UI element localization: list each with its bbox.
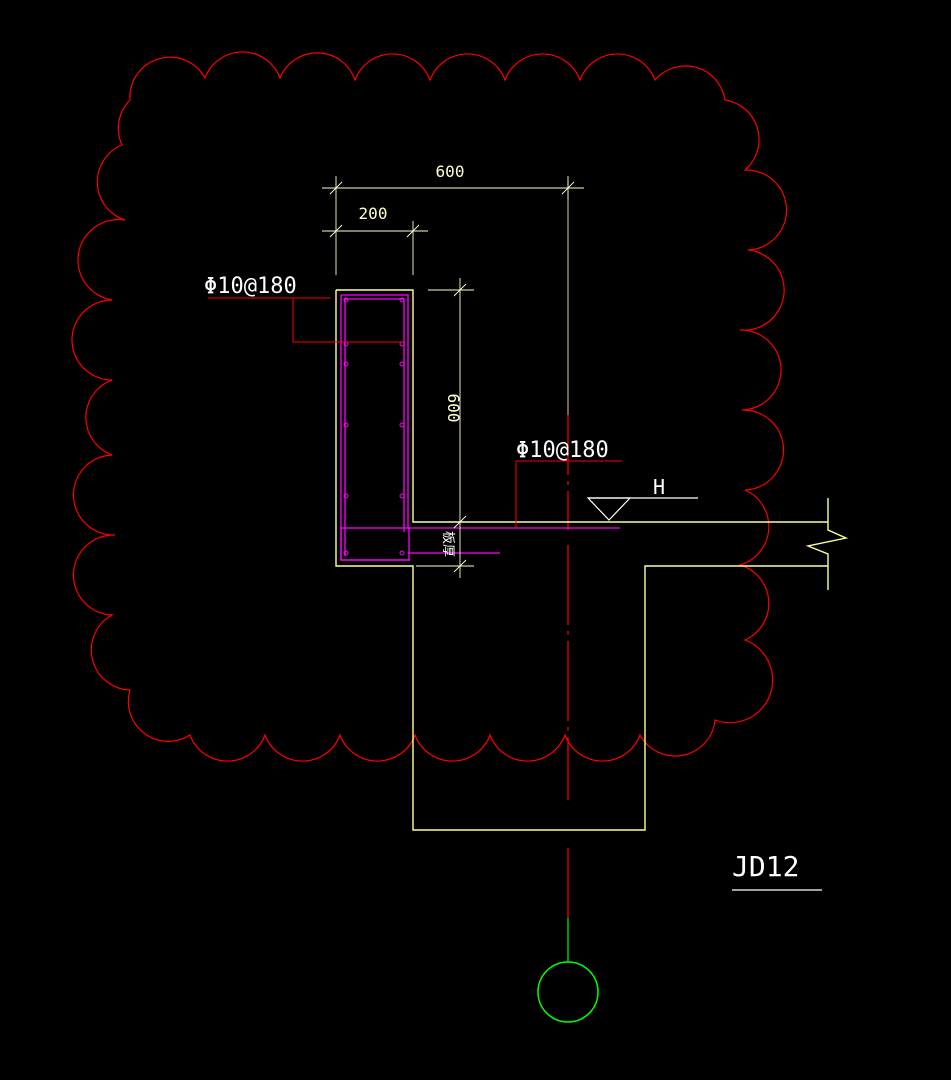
slab-thickness-label: 板厚 xyxy=(440,531,455,557)
leader-lines xyxy=(208,297,622,528)
rebar-callout-wall: Φ10@180 xyxy=(204,274,297,299)
concrete-outline xyxy=(335,289,849,831)
level-mark-label: H xyxy=(653,475,665,499)
dim-total-width-label: 600 xyxy=(436,162,465,181)
rebar-cage xyxy=(340,294,620,561)
level-mark xyxy=(586,497,698,521)
revision-cloud xyxy=(71,51,788,762)
rebar-callout-slab: Φ10@180 xyxy=(516,438,609,463)
detail-tag: JD12 xyxy=(732,850,799,883)
dim-wall-thickness-label: 200 xyxy=(359,204,388,223)
rebar-dots xyxy=(343,297,405,556)
axis-bubble xyxy=(537,961,599,1023)
dim-upstand-height-label: 600 xyxy=(444,394,463,423)
dimension-lines xyxy=(322,176,584,578)
